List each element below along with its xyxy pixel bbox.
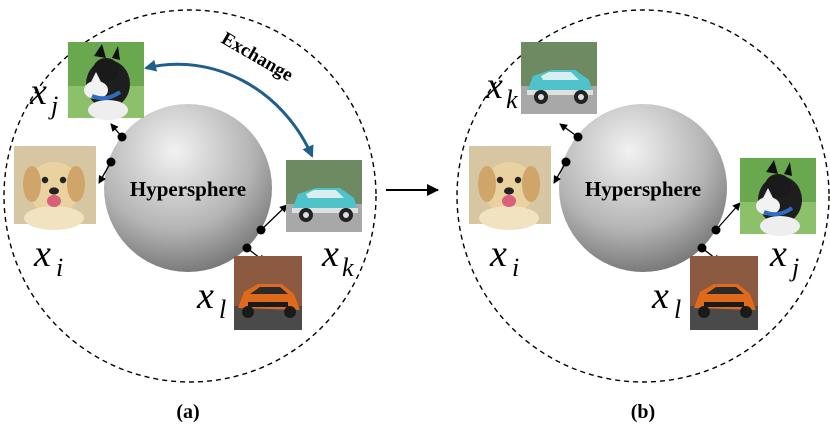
symbol-xl-b: x l bbox=[651, 275, 681, 324]
hypersphere-label-b: Hypersphere bbox=[585, 177, 701, 201]
svg-text:x: x bbox=[196, 275, 214, 317]
symbol-xi-a: x i bbox=[33, 233, 63, 282]
svg-text:i: i bbox=[56, 253, 63, 282]
caption-b: (b) bbox=[631, 401, 655, 423]
svg-text:j: j bbox=[48, 91, 58, 120]
svg-text:x: x bbox=[29, 71, 47, 113]
symbol-xi-b: x i bbox=[489, 233, 519, 282]
dog-bw-image-b bbox=[740, 158, 816, 236]
hypersphere-label-a: Hypersphere bbox=[130, 177, 246, 201]
svg-text:x: x bbox=[651, 275, 669, 317]
teal-car-image-a bbox=[286, 160, 362, 232]
symbol-xl-a: x l bbox=[196, 275, 226, 324]
svg-text:x: x bbox=[489, 233, 507, 275]
exchange-arrow bbox=[144, 59, 314, 158]
svg-text:k: k bbox=[506, 85, 518, 114]
panel-a: Hypersphere Exchange bbox=[3, 9, 377, 423]
svg-text:l: l bbox=[674, 295, 681, 324]
hypersphere-b bbox=[559, 104, 727, 272]
outer-dashed-circle-b bbox=[456, 9, 830, 383]
svg-text:x: x bbox=[769, 233, 787, 275]
outer-dashed-circle-a bbox=[3, 9, 377, 383]
panel-b: Hypersphere bbox=[456, 9, 830, 423]
symbol-xk-b: x k bbox=[485, 65, 518, 114]
caption-a: (a) bbox=[176, 401, 199, 423]
svg-text:i: i bbox=[512, 253, 519, 282]
svg-text:l: l bbox=[219, 295, 226, 324]
symbol-xj-a: x j bbox=[29, 71, 58, 120]
teal-car-image-b bbox=[521, 42, 597, 114]
symbol-xk-a: x k bbox=[321, 233, 354, 282]
exchange-label: Exchange bbox=[218, 28, 297, 86]
orange-car-image-a bbox=[234, 256, 302, 330]
dog-bw-image-a bbox=[68, 42, 144, 120]
connectors-a bbox=[98, 123, 288, 263]
puppy-image-a bbox=[14, 146, 96, 230]
svg-text:j: j bbox=[789, 253, 799, 282]
svg-text:k: k bbox=[342, 253, 354, 282]
symbol-xj-b: x j bbox=[769, 233, 799, 282]
puppy-image-b bbox=[469, 146, 551, 230]
orange-car-image-b bbox=[690, 256, 758, 330]
svg-text:x: x bbox=[321, 233, 339, 275]
svg-text:x: x bbox=[485, 65, 503, 107]
svg-text:x: x bbox=[33, 233, 51, 275]
